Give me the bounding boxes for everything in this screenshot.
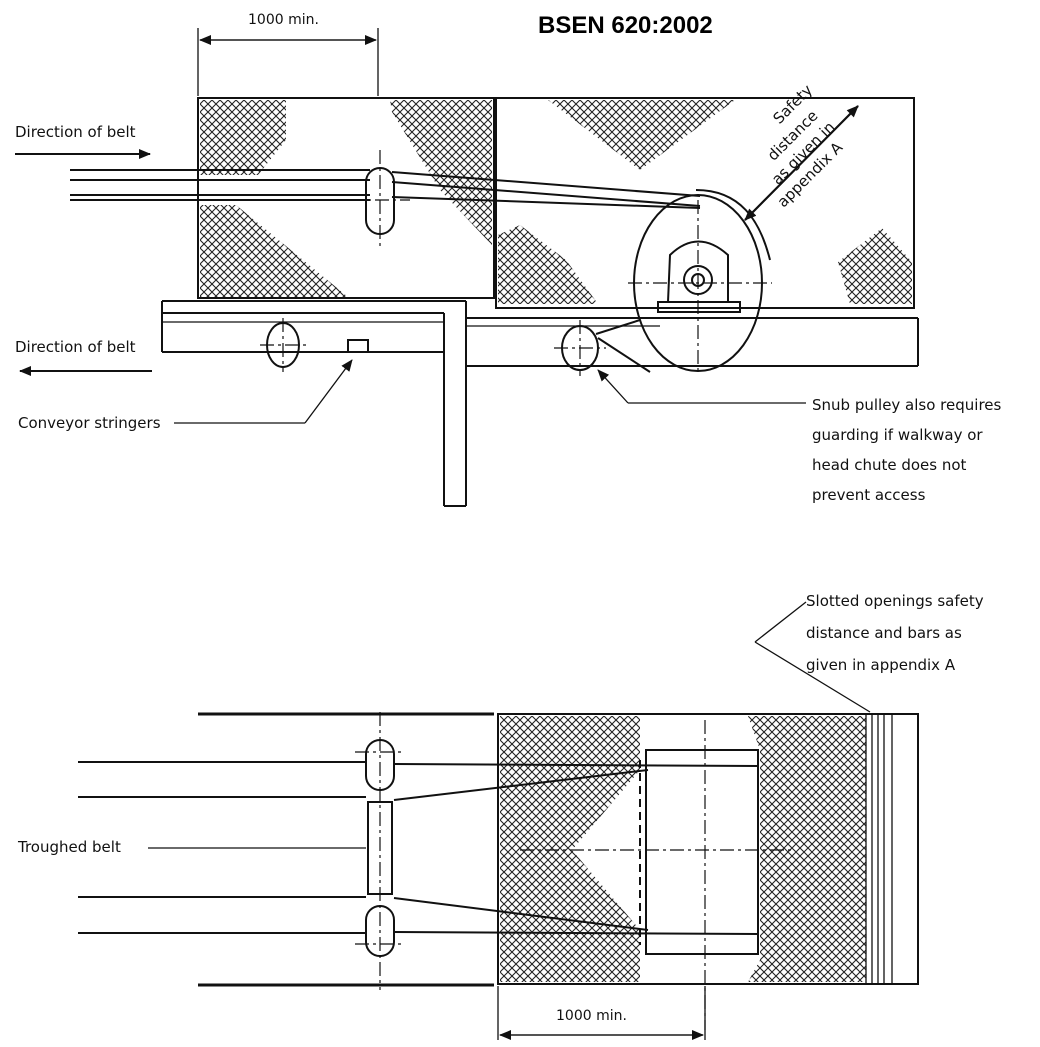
- stringers-callout: Conveyor stringers: [18, 359, 353, 432]
- plan-guard: [497, 713, 919, 1030]
- stringers-label: Conveyor stringers: [18, 414, 161, 432]
- troughed-belt-lines: [78, 761, 759, 935]
- right-guard: [495, 97, 915, 309]
- belt-top-run: [70, 169, 701, 209]
- return-roller: [260, 318, 310, 372]
- slotted-callout: Slotted openings safety distance and bar…: [754, 592, 984, 713]
- troughed-belt-label: Troughed belt: [17, 838, 121, 856]
- direction-bottom: Direction of belt: [15, 338, 152, 376]
- direction-top-label: Direction of belt: [15, 123, 136, 141]
- conveyor-frame: [161, 300, 919, 507]
- snub-pulley: [554, 319, 651, 376]
- top-dimension: 1000 min.: [197, 12, 379, 96]
- slotted-label-line-1: Slotted openings safety: [806, 592, 984, 610]
- direction-bottom-label: Direction of belt: [15, 338, 136, 356]
- bottom-plan-view: Slotted openings safety distance and bar…: [17, 592, 984, 1040]
- direction-top: Direction of belt: [15, 123, 151, 159]
- slotted-label-line-2: distance and bars as: [806, 624, 962, 642]
- slotted-label-line-3: given in appendix A: [806, 656, 956, 674]
- left-guard: [197, 97, 495, 299]
- snub-label-line-2: guarding if walkway or: [812, 426, 983, 444]
- snub-label-line-3: head chute does not: [812, 456, 967, 474]
- troughing-idler-set: [355, 712, 405, 990]
- bottom-dimension: 1000 min.: [497, 986, 706, 1040]
- safety-distance-note: Safety distance as given in appendix A: [744, 81, 859, 221]
- top-dimension-label: 1000 min.: [248, 12, 319, 28]
- troughed-belt-callout: Troughed belt: [17, 838, 366, 856]
- snub-label-line-1: Snub pulley also requires: [812, 396, 1002, 414]
- head-pulley: [628, 189, 772, 372]
- standard-title: BSEN 620:2002: [538, 12, 713, 39]
- snub-label-line-4: prevent access: [812, 486, 926, 504]
- idler-roller-top: [350, 150, 410, 250]
- top-side-view: 1000 min.: [15, 12, 1002, 507]
- bottom-dimension-label: 1000 min.: [556, 1008, 627, 1024]
- snub-callout: Snub pulley also requires guarding if wa…: [597, 369, 1002, 504]
